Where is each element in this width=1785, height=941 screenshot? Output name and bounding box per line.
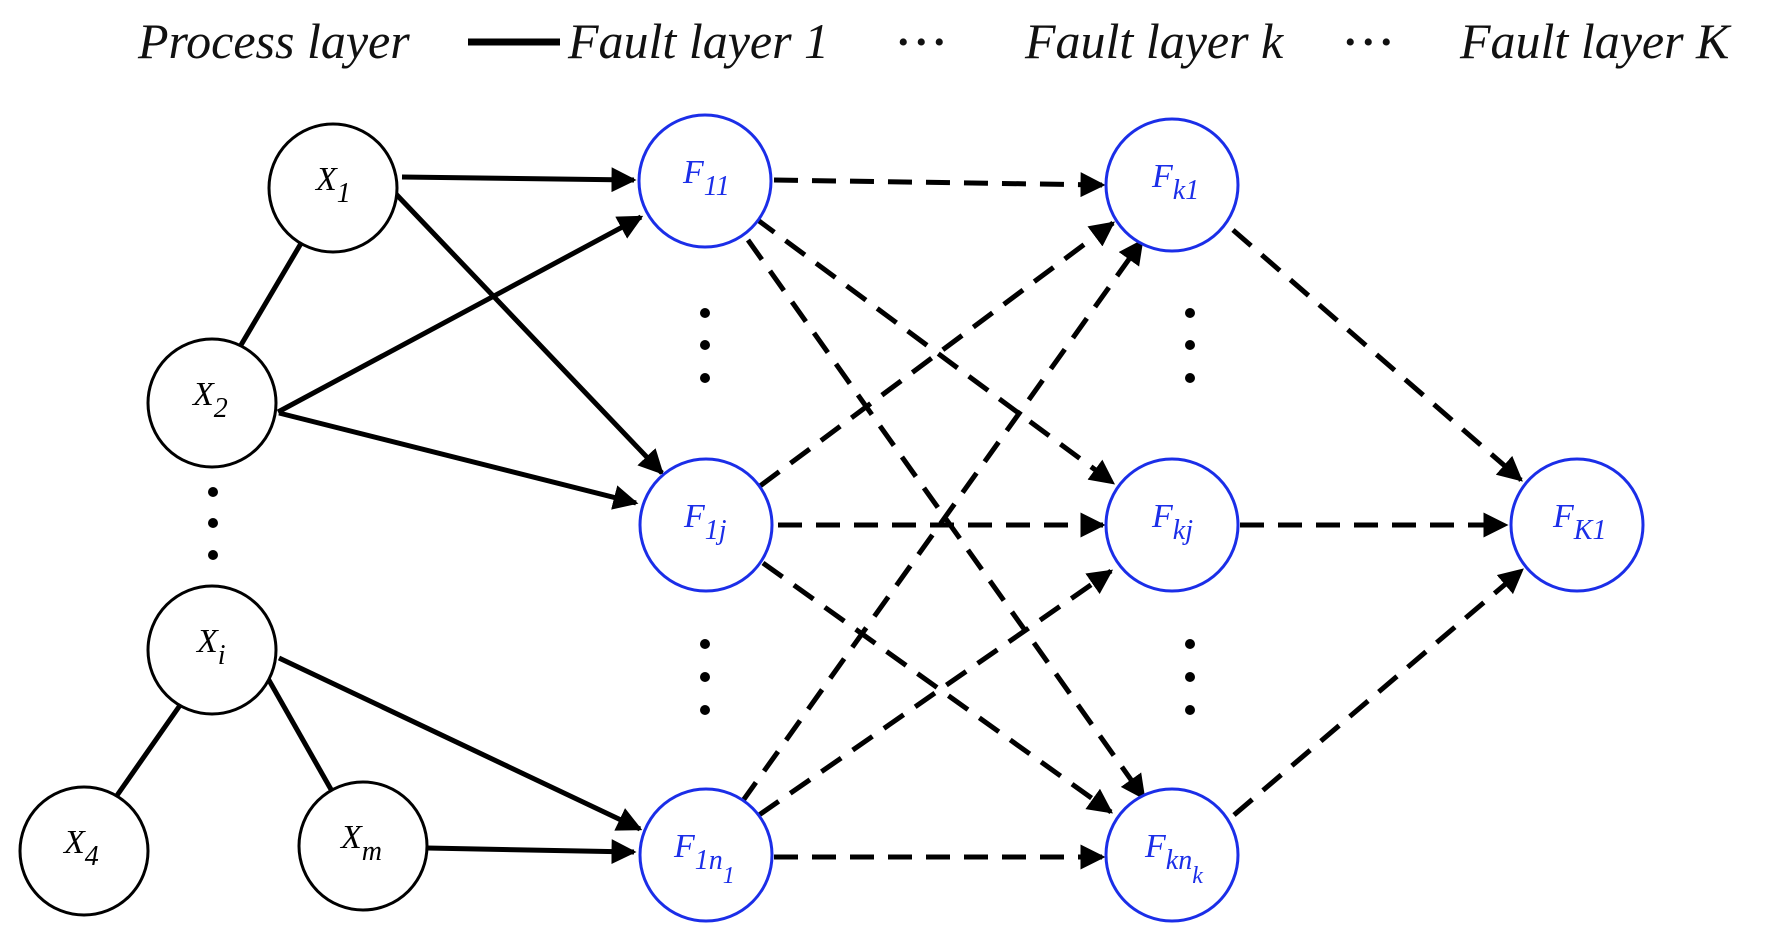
svg-text:X1: X1 [314,161,351,209]
edge-x1-f11 [401,167,637,193]
edge-x1-f1j [393,191,664,475]
svg-text:F1j: F1j [683,498,727,546]
node-xm: Xm [297,780,429,912]
svg-text:Xm: Xm [339,819,382,867]
node-fkj: Fkj [1104,457,1240,593]
edge-x2-f11 [276,214,644,415]
svg-text:Fk1: Fk1 [1151,158,1199,206]
node-f1j: F1j [638,457,774,593]
svg-text:F11: F11 [682,154,730,202]
edge-f11-fk1 [773,172,1106,198]
edge-fk1-fK1 [1231,228,1523,482]
node-fk1: Fk1 [1104,117,1240,253]
node-x1: X1 [267,122,399,254]
svg-text:X2: X2 [191,376,228,424]
vertical-ellipses [208,308,1195,715]
node-fK1: FK1 [1509,457,1645,593]
edge-f1n-fk1 [739,238,1145,804]
legend-fault-layer-1: Fault layer 1 [567,13,829,69]
edge-xm-f1n [426,839,637,865]
svg-text:FK1: FK1 [1552,498,1606,546]
legend-ellipsis-1: • • • [898,26,945,59]
edge-fkn-fK1 [1232,568,1524,817]
edge-xi-x4 [108,699,186,806]
edge-xi-xm [263,673,340,802]
edge-f1j-fkn [761,560,1114,815]
process-layer-nodes: X1 X2 Xi X4 Xm [18,122,429,917]
legend-fault-layer-K: Fault layer K [1459,13,1732,69]
ellipsis-layer1-lower [700,639,710,715]
node-x2: X2 [146,337,278,469]
node-fknk: Fknk [1104,787,1240,923]
node-f1n1: F1n1 [638,787,774,923]
svg-text:X4: X4 [62,824,99,872]
legend: Process layer Fault layer 1 • • • Fault … [137,13,1732,69]
legend-process-layer: Process layer [137,13,410,69]
legend-ellipsis-2: • • • [1345,26,1392,59]
edge-f1n-fkj [757,568,1114,818]
edge-x1-x2 [238,238,306,347]
edge-x2-f1j [278,410,639,510]
fault-layer-nodes: F11 F1j F1n1 Fk1 Fkj Fknk FK1 [637,113,1645,923]
svg-text:F1n1: F1n1 [673,828,735,889]
ellipsis-layerk-lower [1185,639,1195,715]
svg-text:Fkj: Fkj [1151,498,1193,546]
ellipsis-process [208,487,218,560]
ellipsis-layer1-upper [700,308,710,383]
legend-fault-layer-k: Fault layer k [1024,13,1284,69]
node-x4: X4 [18,785,150,917]
ellipsis-layerk-upper [1185,308,1195,383]
node-xi: Xi [146,584,278,716]
svg-text:Xi: Xi [195,623,226,671]
svg-text:Fknk: Fknk [1144,828,1203,889]
edge-f11-fkj [753,215,1116,486]
solid-edges [108,167,664,865]
node-f11: F11 [637,113,773,249]
dashed-edges [739,172,1524,870]
edge-xi-f1n [277,655,643,832]
